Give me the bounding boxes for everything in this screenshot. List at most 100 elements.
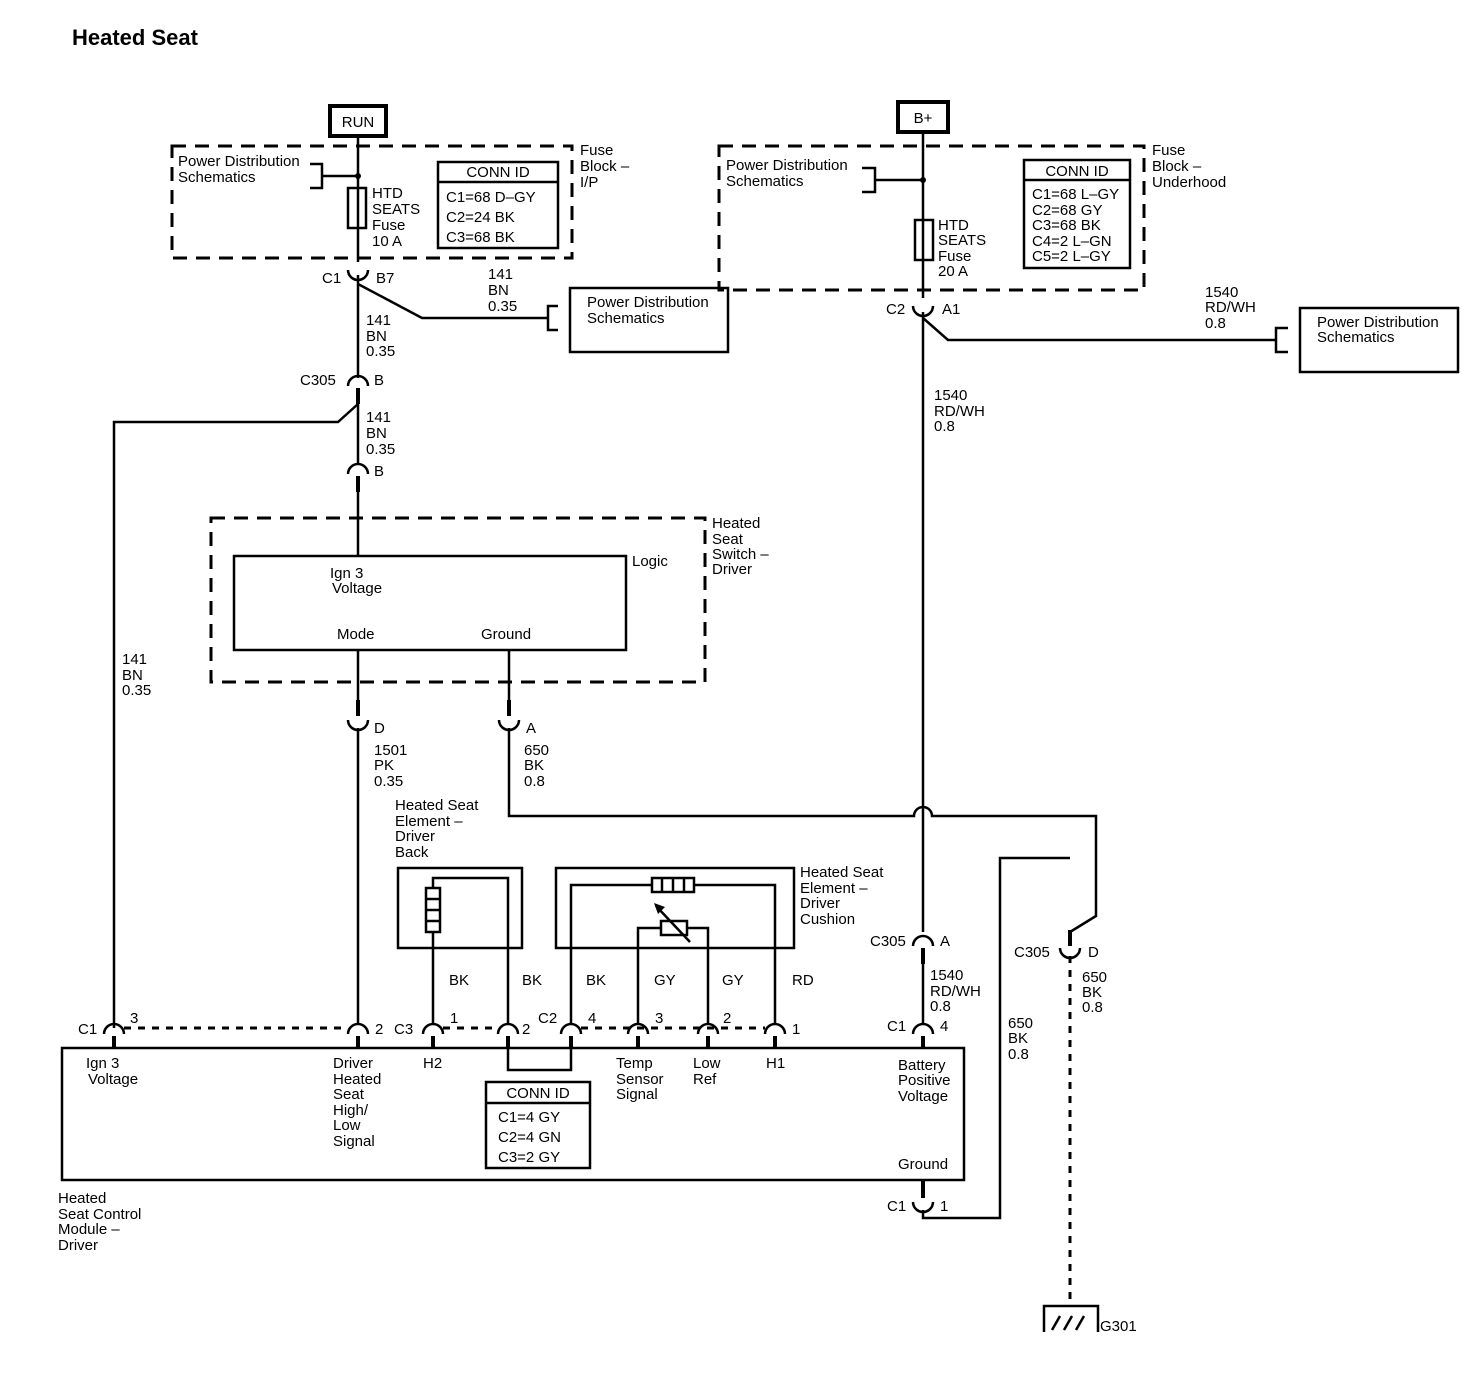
svg-text:Sensor: Sensor	[616, 1071, 664, 1088]
diagram-title: Heated Seat	[72, 25, 199, 50]
svg-text:Cushion: Cushion	[800, 911, 855, 928]
module-c1-pin-4: 4	[940, 1018, 948, 1035]
switch-pin-d: D	[374, 720, 385, 737]
svg-text:Signal: Signal	[616, 1086, 658, 1103]
module-pin-connectors	[102, 1022, 935, 1048]
svg-text:BN: BN	[366, 328, 387, 345]
svg-text:1501: 1501	[374, 742, 407, 759]
conn-id-underhood: CONN ID C1=68 L–GY C2=68 GY C3=68 BK C4=…	[1022, 158, 1132, 270]
wire-141-left-label: 141 BN 0.35	[122, 651, 151, 699]
svg-text:141: 141	[366, 409, 391, 426]
svg-text:141: 141	[366, 312, 391, 329]
module-c2-pin-4: 4	[588, 1010, 596, 1027]
svg-text:CONN ID: CONN ID	[506, 1085, 570, 1102]
wire-141-branch-label: 141 BN 0.35	[488, 266, 517, 315]
svg-text:Schematics: Schematics	[726, 173, 804, 190]
svg-text:0.35: 0.35	[122, 682, 151, 699]
svg-text:1540: 1540	[934, 387, 967, 404]
pds-box-underhood	[1298, 306, 1460, 374]
svg-text:Seat: Seat	[333, 1086, 365, 1103]
wire-650-b-label: 650 BK 0.8	[1082, 969, 1107, 1016]
module-terminal-ground: Ground	[898, 1156, 948, 1173]
wire-color-gy-1: GY	[654, 972, 676, 989]
svg-text:High/: High/	[333, 1102, 369, 1119]
svg-text:0.8: 0.8	[934, 418, 955, 435]
wire-color-bk-1: BK	[449, 972, 469, 989]
svg-text:Schematics: Schematics	[178, 169, 256, 186]
svg-text:C1=4 GY: C1=4 GY	[498, 1109, 560, 1126]
svg-text:Underhood: Underhood	[1152, 174, 1226, 191]
wire-1501-label: 1501 PK 0.35	[374, 742, 407, 790]
pds-box-ip-line2: Schematics	[587, 310, 665, 327]
svg-text:0.35: 0.35	[488, 298, 517, 315]
g301-label: G301	[1100, 1318, 1137, 1335]
switch-ign-label-1: Ign 3	[330, 565, 363, 582]
svg-text:Fuse: Fuse	[372, 217, 405, 234]
svg-text:BN: BN	[366, 425, 387, 442]
svg-text:RD/WH: RD/WH	[934, 403, 985, 420]
fuse-block-ip-label: Fuse Block – I/P	[580, 142, 630, 191]
svg-text:10 A: 10 A	[372, 233, 402, 250]
svg-text:650: 650	[1082, 969, 1107, 986]
c305-b-connector	[346, 374, 370, 387]
svg-text:C3=68 BK: C3=68 BK	[1032, 217, 1101, 234]
svg-text:Heated: Heated	[58, 1190, 106, 1207]
svg-text:0.8: 0.8	[1008, 1046, 1029, 1063]
g301-ground-symbol	[1042, 1304, 1100, 1332]
module-label: Heated Seat Control Module – Driver	[58, 1190, 141, 1254]
wire-color-rd: RD	[792, 972, 814, 989]
svg-text:Signal: Signal	[333, 1133, 375, 1150]
svg-text:Driver: Driver	[333, 1055, 373, 1072]
fuse-ip-pds-ref: Power Distribution Schematics	[178, 153, 361, 190]
svg-text:0.35: 0.35	[374, 773, 403, 790]
a1-pin-label: A1	[942, 301, 960, 318]
svg-text:Power Distribution: Power Distribution	[726, 157, 848, 174]
svg-text:HTD: HTD	[938, 217, 969, 234]
pds-box-ip-line1: Power Distribution	[587, 294, 709, 311]
switch-b-connector	[346, 462, 370, 475]
svg-text:Back: Back	[395, 844, 429, 861]
svg-text:Driver: Driver	[712, 561, 752, 578]
wire-color-bk-2: BK	[522, 972, 542, 989]
module-c1-label-left: C1	[78, 1021, 97, 1038]
switch-logic-label: Logic	[632, 553, 668, 570]
svg-text:0.35: 0.35	[366, 441, 395, 458]
fuse-underhood-pds-ref: Power Distribution Schematics	[726, 157, 926, 194]
module-c3-pin-1: 1	[450, 1010, 458, 1027]
svg-text:BK: BK	[1008, 1030, 1028, 1047]
svg-text:BK: BK	[1082, 984, 1102, 1001]
svg-text:C5=2 L–GY: C5=2 L–GY	[1032, 248, 1111, 265]
c305-label-a: C305	[870, 933, 906, 950]
pds-box-underhood-line1: Power Distribution	[1317, 314, 1439, 331]
switch-mode-label: Mode	[337, 626, 375, 643]
pds-box-underhood-line2: Schematics	[1317, 329, 1395, 346]
c305-label-d: C305	[1014, 944, 1050, 961]
svg-text:0.8: 0.8	[930, 998, 951, 1015]
module-terminal-driver: Driver Heated Seat High/ Low Signal	[333, 1055, 381, 1150]
svg-text:Driver: Driver	[395, 828, 435, 845]
fuse-block-underhood-label: Fuse Block – Underhood	[1152, 142, 1226, 191]
svg-text:SEATS: SEATS	[938, 232, 986, 249]
fuse-10a-label: HTD SEATS Fuse 10 A	[372, 185, 420, 250]
svg-text:Fuse: Fuse	[938, 248, 971, 265]
element-back-heater-icon	[424, 886, 442, 934]
module-c1-label-right: C1	[887, 1018, 906, 1035]
svg-text:C2=24 BK: C2=24 BK	[446, 209, 515, 226]
heated-seat-switch	[209, 516, 707, 684]
module-c3-pin-2: 2	[522, 1021, 530, 1038]
module-terminal-temp: Temp Sensor Signal	[616, 1055, 664, 1103]
svg-text:C1=68 D–GY: C1=68 D–GY	[446, 189, 536, 206]
module-pin-2: 2	[375, 1021, 383, 1038]
svg-text:Low: Low	[693, 1055, 721, 1072]
svg-text:1540: 1540	[930, 967, 963, 984]
c305-pin-d: D	[1088, 944, 1099, 961]
wire-1540-branch-label: 1540 RD/WH 0.8	[1205, 284, 1256, 332]
svg-text:Seat Control: Seat Control	[58, 1206, 141, 1223]
module-internal-jumper	[506, 1048, 573, 1072]
svg-text:Ign 3: Ign 3	[86, 1055, 119, 1072]
svg-text:1540: 1540	[1205, 284, 1238, 301]
conn-id-module: CONN ID C1=4 GY C2=4 GN C3=2 GY	[484, 1080, 592, 1170]
module-terminal-lowref: Low Ref	[693, 1055, 721, 1088]
svg-text:141: 141	[122, 651, 147, 668]
svg-text:RD/WH: RD/WH	[1205, 299, 1256, 316]
